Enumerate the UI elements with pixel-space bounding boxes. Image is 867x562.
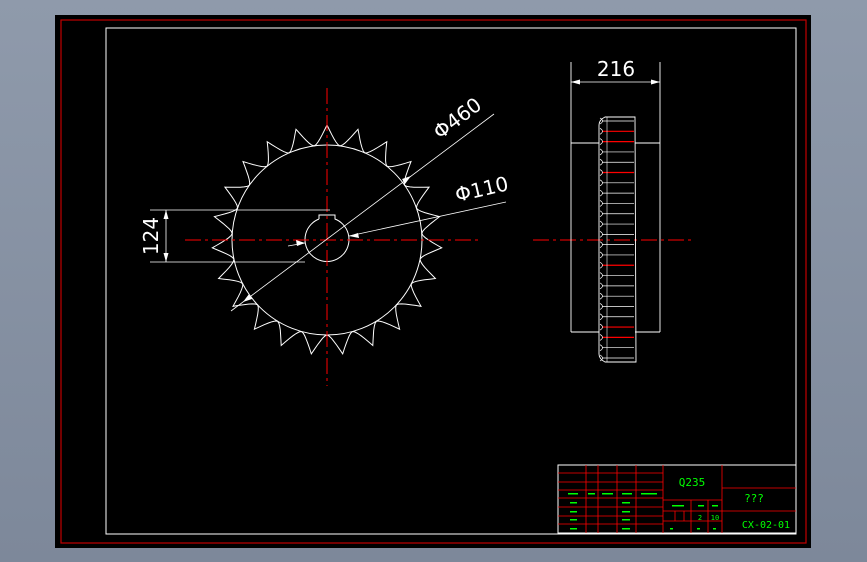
dimension-width: 216 <box>571 57 660 85</box>
part-name-label: ??? <box>744 492 764 505</box>
side-tooth-edge <box>599 158 603 166</box>
title-block: Q235 ??? CX-02-01 2 10 <box>557 464 797 534</box>
material-label: Q235 <box>679 476 706 489</box>
dimension-width-label: 216 <box>597 57 635 81</box>
side-tooth-edge <box>599 220 603 228</box>
dimension-key-height-label: 124 <box>139 217 163 255</box>
side-hub-outline <box>570 62 661 333</box>
side-tooth-edge <box>599 354 603 362</box>
side-tooth-edge <box>599 148 603 156</box>
side-tooth-edge <box>599 334 603 341</box>
side-tooth-edge <box>599 292 603 300</box>
side-teeth-pattern <box>598 116 637 363</box>
side-tooth-edge <box>599 210 603 218</box>
side-tooth-edge <box>599 117 603 125</box>
side-tooth-edge <box>599 189 603 197</box>
drawing-sheet <box>55 15 811 548</box>
scale-value-1: 2 <box>698 514 702 522</box>
side-tooth-edge <box>599 179 603 187</box>
side-tooth-edge <box>599 261 603 269</box>
side-tooth-edge <box>599 303 603 310</box>
side-tooth-edge <box>599 323 603 331</box>
side-tooth-edge <box>599 313 603 321</box>
drawing-number-label: CX-02-01 <box>742 520 790 531</box>
side-tooth-edge <box>599 169 603 176</box>
side-tooth-edge <box>599 241 603 248</box>
side-view-outline <box>598 116 637 363</box>
scale-value-2: 10 <box>711 514 719 522</box>
dimension-key-height: 124 <box>139 209 330 263</box>
side-tooth-edge <box>599 344 603 351</box>
side-tooth-edge <box>599 251 603 259</box>
side-tooth-edge <box>599 272 603 279</box>
title-block-small-marks <box>568 493 718 530</box>
side-tooth-edge <box>599 138 603 145</box>
sheet-inner-border <box>105 27 797 535</box>
sheet-outer-border <box>60 19 807 544</box>
title-block-grid <box>558 465 796 533</box>
side-tooth-edge <box>599 282 603 290</box>
sprocket-side-view: 216 <box>533 57 692 363</box>
side-tooth-edge <box>599 231 603 238</box>
bore-with-keyway <box>304 214 350 262</box>
side-tooth-edge <box>599 128 603 135</box>
side-tooth-edge <box>599 200 603 207</box>
